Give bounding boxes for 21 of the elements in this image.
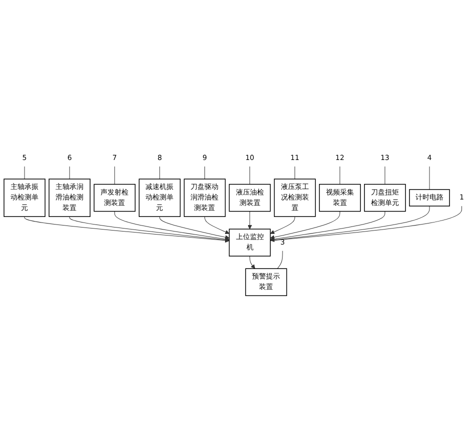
arrow (270, 216, 296, 234)
arrow (114, 210, 230, 241)
connector (159, 166, 160, 179)
connector (270, 205, 462, 241)
connector (24, 166, 25, 179)
connector (114, 166, 115, 184)
connector (429, 166, 430, 190)
arrow (250, 256, 256, 268)
connector (69, 166, 70, 179)
connector (277, 250, 283, 269)
arrow (248, 210, 252, 229)
arrow (69, 216, 230, 242)
arrow (24, 216, 230, 242)
arrow (204, 216, 230, 234)
arrow (270, 205, 430, 242)
arrow (270, 210, 386, 241)
connector (204, 166, 205, 179)
connector (384, 166, 386, 184)
connector (294, 166, 296, 179)
arrow (270, 210, 340, 240)
arrow (159, 216, 230, 240)
